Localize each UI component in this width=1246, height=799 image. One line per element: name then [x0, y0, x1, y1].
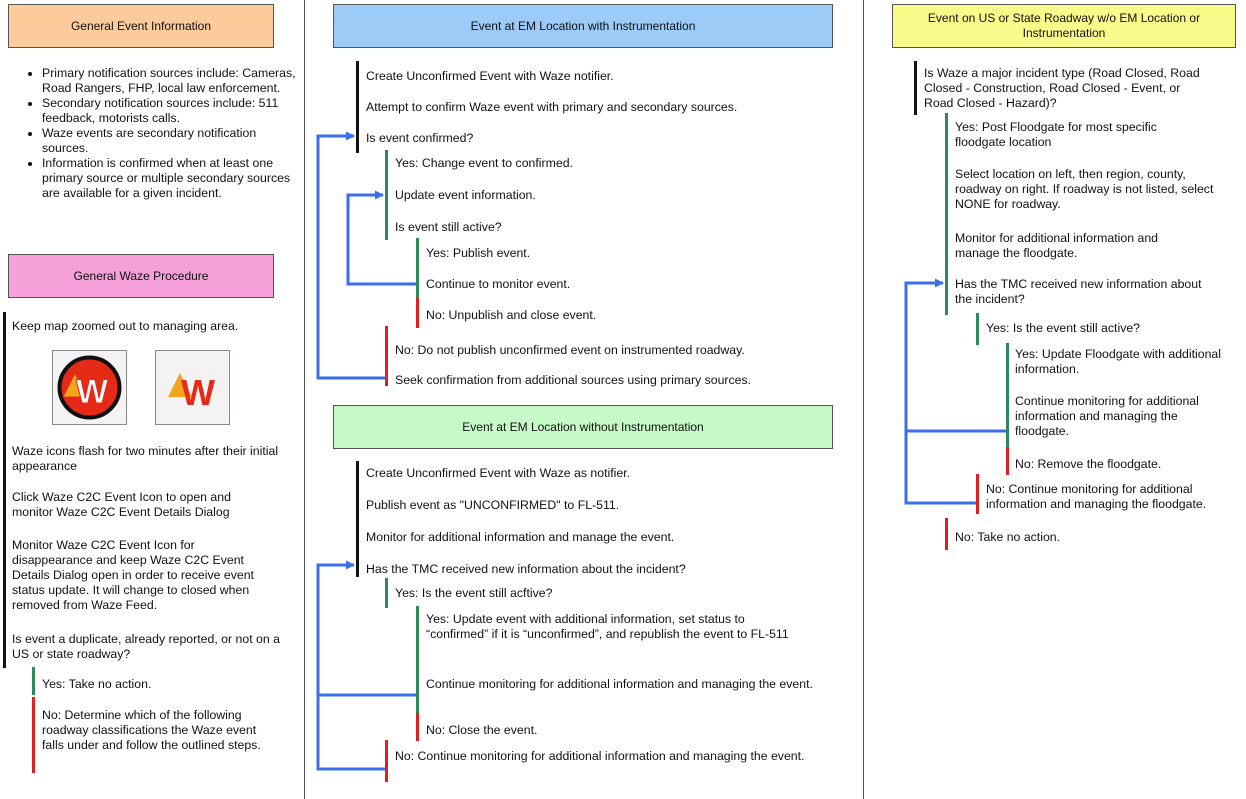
general-waze-procedure-header: General Waze Procedure: [8, 254, 274, 298]
roadway-green-bar: [945, 113, 948, 315]
em-without-instrumentation-header: Event at EM Location without Instrumenta…: [333, 405, 833, 449]
roadway-no-action: No: Take no action.: [955, 530, 1061, 544]
svg-text:W: W: [181, 372, 215, 413]
em-inst-still-active: Is event still active?: [395, 220, 502, 234]
general-event-info-header: General Event Information: [8, 4, 274, 48]
yes-take-no-action: Yes: Take no action.: [42, 677, 152, 691]
no-red-bar: [32, 697, 35, 773]
roadway-green-bar-3: [1006, 343, 1009, 447]
roadway-waze-question: Is Waze a major incident type (Road Clos…: [924, 66, 1200, 110]
bullet-primary-sources: Primary notification sources include: Ca…: [42, 66, 304, 96]
us-state-roadway-header: Event on US or State Roadway w/o EM Loca…: [892, 4, 1236, 48]
em-noinst-continue: Continue monitoring for additional infor…: [426, 677, 813, 691]
flash-text: Waze icons flash for two minutes after t…: [12, 444, 279, 473]
em-inst-green-bar-2: [416, 238, 419, 298]
em-with-instrumentation-header: Event at EM Location with Instrumentatio…: [333, 4, 833, 48]
em-inst-outer-loop-arrow: [316, 131, 385, 380]
em-noinst-green-bar-2: [416, 606, 419, 714]
em-noinst-yes-update: Yes: Update event with additional inform…: [426, 612, 789, 641]
us-state-roadway-title: Event on US or State Roadway w/o EM Loca…: [927, 11, 1201, 40]
em-inst-attempt: Attempt to confirm Waze event with prima…: [366, 100, 738, 114]
em-noinst-no-close: No: Close the event.: [426, 723, 538, 737]
yes-green-bar: [32, 667, 35, 695]
em-noinst-tmc-question: Has the TMC received new information abo…: [366, 562, 686, 576]
em-with-instrumentation-title: Event at EM Location with Instrumentatio…: [470, 18, 696, 33]
keep-map-text: Keep map zoomed out to managing area.: [12, 319, 239, 333]
roadway-yes-update: Yes: Update Floodgate with additional in…: [1015, 347, 1222, 376]
no-determine-classification: No: Determine which of the following roa…: [42, 708, 261, 752]
click-text: Click Waze C2C Event Icon to open and mo…: [12, 490, 231, 519]
em-inst-no-unpublish: No: Unpublish and close event.: [426, 308, 597, 322]
em-inst-continue: Continue to monitor event.: [426, 277, 571, 291]
em-inst-yes-publish: Yes: Publish event.: [426, 246, 531, 260]
em-without-instrumentation-title: Event at EM Location without Instrumenta…: [462, 419, 704, 434]
column-divider-1: [304, 0, 305, 799]
general-event-info-title: General Event Information: [70, 18, 212, 33]
em-noinst-create: Create Unconfirmed Event with Waze as no…: [366, 466, 631, 480]
bullet-waze-secondary: Waze events are secondary notification s…: [42, 126, 304, 156]
em-inst-yes-change: Yes: Change event to confirmed.: [395, 156, 573, 170]
roadway-red-bar-2: [976, 474, 979, 514]
em-noinst-red-bar: [416, 713, 419, 741]
roadway-yes-active: Yes: Is the event still active?: [986, 321, 1141, 335]
em-inst-black-bar: [356, 61, 359, 153]
roadway-no-continue: No: Continue monitoring for additional i…: [986, 482, 1207, 511]
bullet-confirmation-rule: Information is confirmed when at least o…: [42, 156, 304, 201]
roadway-black-bar: [914, 61, 917, 115]
column-divider-2: [863, 0, 864, 799]
bullet-secondary-sources: Secondary notification sources include: …: [42, 96, 304, 126]
roadway-monitor: Monitor for additional information and m…: [955, 231, 1159, 260]
em-inst-update: Update event information.: [395, 188, 536, 202]
em-noinst-green-bar: [385, 578, 388, 608]
monitor-icon-text: Monitor Waze C2C Event Icon for disappea…: [12, 538, 254, 612]
roadway-red-bar-3: [945, 518, 948, 550]
waze-icon-static: W: [155, 350, 230, 425]
waze-red-circle-icon: W: [57, 355, 122, 420]
em-inst-confirmed-question: Is event confirmed?: [366, 131, 474, 145]
em-noinst-yes-active: Yes: Is the event still acftive?: [395, 586, 553, 600]
em-inst-red-bar: [416, 298, 419, 328]
svg-text:W: W: [76, 373, 109, 411]
general-waze-procedure-title: General Waze Procedure: [73, 268, 209, 283]
notification-sources-list: Primary notification sources include: Ca…: [10, 66, 304, 201]
roadway-outer-loop-arrow: [904, 278, 976, 505]
em-inst-create: Create Unconfirmed Event with Waze notif…: [366, 69, 614, 83]
waze-icon-flashing: W: [52, 350, 127, 425]
roadway-tmc-question: Has the TMC received new information abo…: [955, 277, 1202, 306]
em-noinst-publish: Publish event as "UNCONFIRMED" to FL-511…: [366, 498, 620, 512]
waze-plain-icon: W: [168, 372, 215, 413]
roadway-green-bar-2: [976, 313, 979, 345]
em-inst-green-bar: [385, 150, 388, 240]
em-noinst-no-continue: No: Continue monitoring for additional i…: [395, 749, 805, 763]
em-inst-no-publish: No: Do not publish unconfirmed event on …: [395, 343, 745, 357]
em-inst-red-bar-2: [385, 326, 388, 386]
em-noinst-monitor: Monitor for additional information and m…: [366, 530, 675, 544]
em-noinst-black-bar: [356, 461, 359, 577]
roadway-red-bar: [1006, 447, 1009, 475]
duplicate-question: Is event a duplicate, already reported, …: [12, 632, 280, 661]
procedure-black-bar: [3, 312, 6, 668]
roadway-no-remove: No: Remove the floodgate.: [1015, 457, 1162, 471]
em-noinst-red-bar-2: [385, 740, 388, 782]
roadway-continue: Continue monitoring for additional infor…: [1015, 394, 1199, 438]
em-inst-inner-loop-arrow: [346, 190, 416, 286]
roadway-yes-post: Yes: Post Floodgate for most specific fl…: [955, 120, 1157, 149]
em-inst-seek: Seek confirmation from additional source…: [395, 373, 752, 387]
roadway-select: Select location on left, then region, co…: [955, 167, 1214, 211]
em-noinst-outer-loop-arrow: [316, 560, 385, 771]
